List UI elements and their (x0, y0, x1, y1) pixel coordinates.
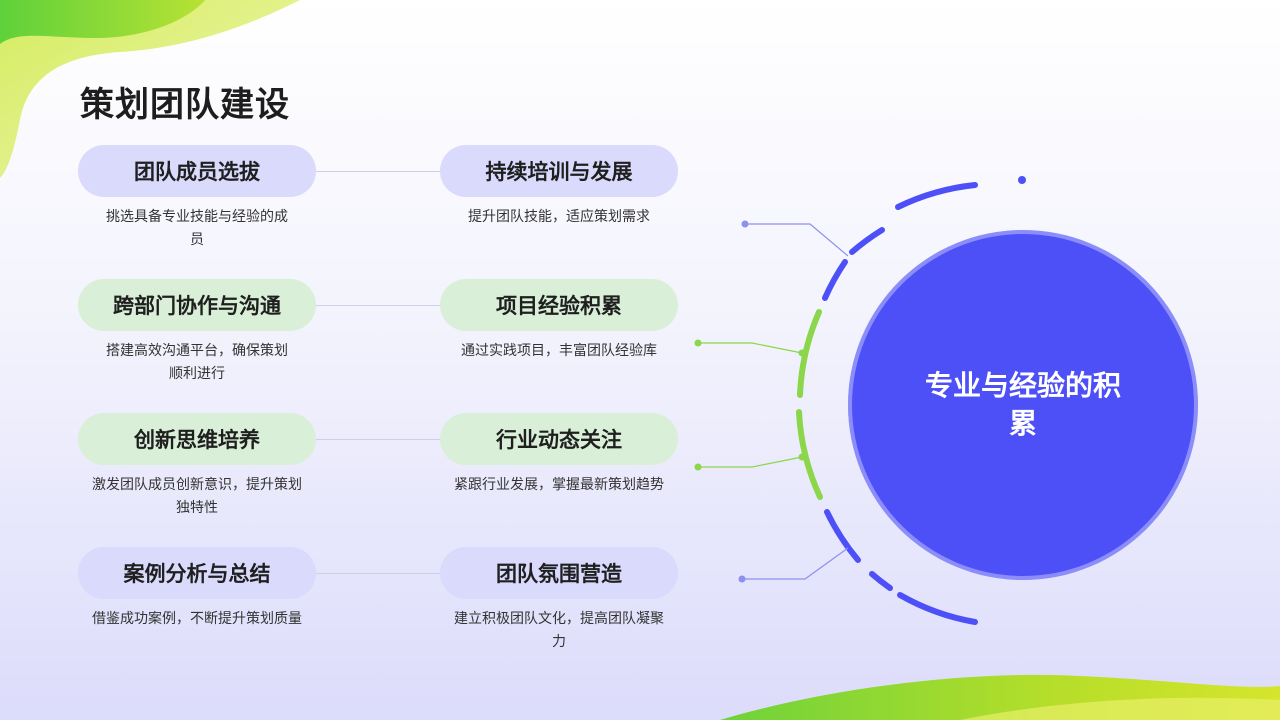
dot-lead-1 (741, 220, 749, 228)
pill-case-analysis: 案例分析与总结 (78, 547, 316, 599)
arc-blue-bottom-1 (824, 509, 861, 563)
row-connector-3 (316, 439, 440, 440)
pill-project-experience: 项目经验积累 (440, 279, 678, 331)
pill-team-selection: 团队成员选拔 (78, 145, 316, 197)
bottom-wave-light (960, 697, 1280, 720)
arc-blue-top-3 (822, 259, 848, 301)
dot-lead-3 (694, 463, 702, 471)
arc-green-2 (796, 409, 823, 500)
lead-line-3 (698, 456, 803, 468)
pill-label: 创新思维培养 (134, 428, 260, 452)
arc-green-1 (797, 309, 822, 398)
pill-label: 持续培训与发展 (485, 160, 633, 184)
lead-line-4 (742, 547, 849, 580)
pill-label: 项目经验积累 (496, 294, 622, 318)
pill-label: 案例分析与总结 (123, 562, 271, 586)
desc-project-experience: 通过实践项目，丰富团队经验库 (461, 343, 657, 359)
arc-blue-top-2 (849, 227, 885, 255)
pill-label: 团队成员选拔 (134, 160, 260, 184)
pill-label: 行业动态关注 (496, 428, 622, 452)
top-left-wave-green (0, 0, 205, 44)
row-connector-4 (316, 573, 440, 574)
desc-case-analysis: 借鉴成功案例，不断提升策划质量 (92, 611, 302, 627)
page-title: 策划团队建设 (80, 84, 290, 125)
dot-arc-3 (798, 453, 806, 461)
row-connector-1 (316, 171, 440, 172)
arc-blue-bottom-2 (869, 571, 893, 591)
hub-circle: 专业与经验的积累 (848, 230, 1198, 580)
pill-label: 团队氛围营造 (496, 562, 622, 586)
pill-team-atmosphere: 团队氛围营造 (440, 547, 678, 599)
pill-cross-dept: 跨部门协作与沟通 (78, 279, 316, 331)
pill-industry-trends: 行业动态关注 (440, 413, 678, 465)
desc-training: 提升团队技能，适应策划需求 (468, 209, 650, 225)
pill-label: 跨部门协作与沟通 (113, 294, 281, 318)
arc-blue-bottom-3 (897, 592, 978, 625)
row-connector-2 (316, 305, 440, 306)
hub-text: 专业与经验的积累 (924, 369, 1121, 440)
pill-innovation: 创新思维培养 (78, 413, 316, 465)
arc-blue-top-1 (895, 182, 978, 210)
pill-training: 持续培训与发展 (440, 145, 678, 197)
desc-innovation: 激发团队成员创新意识，提升策划独特性 (92, 477, 302, 516)
desc-team-selection: 挑选具备专业技能与经验的成员 (106, 209, 288, 248)
top-left-wave-light (0, 0, 300, 178)
lead-line-2 (698, 342, 803, 354)
desc-cross-dept: 搭建高效沟通平台，确保策划顺利进行 (106, 343, 288, 382)
desc-industry-trends: 紧跟行业发展，掌握最新策划趋势 (454, 477, 664, 493)
dot-lead-2 (694, 339, 702, 347)
dot-top (1018, 176, 1026, 184)
dot-lead-4 (738, 575, 746, 583)
desc-team-atmosphere: 建立积极团队文化，提高团队凝聚力 (454, 611, 664, 650)
dot-arc-2 (798, 349, 806, 357)
lead-line-1 (745, 223, 849, 257)
